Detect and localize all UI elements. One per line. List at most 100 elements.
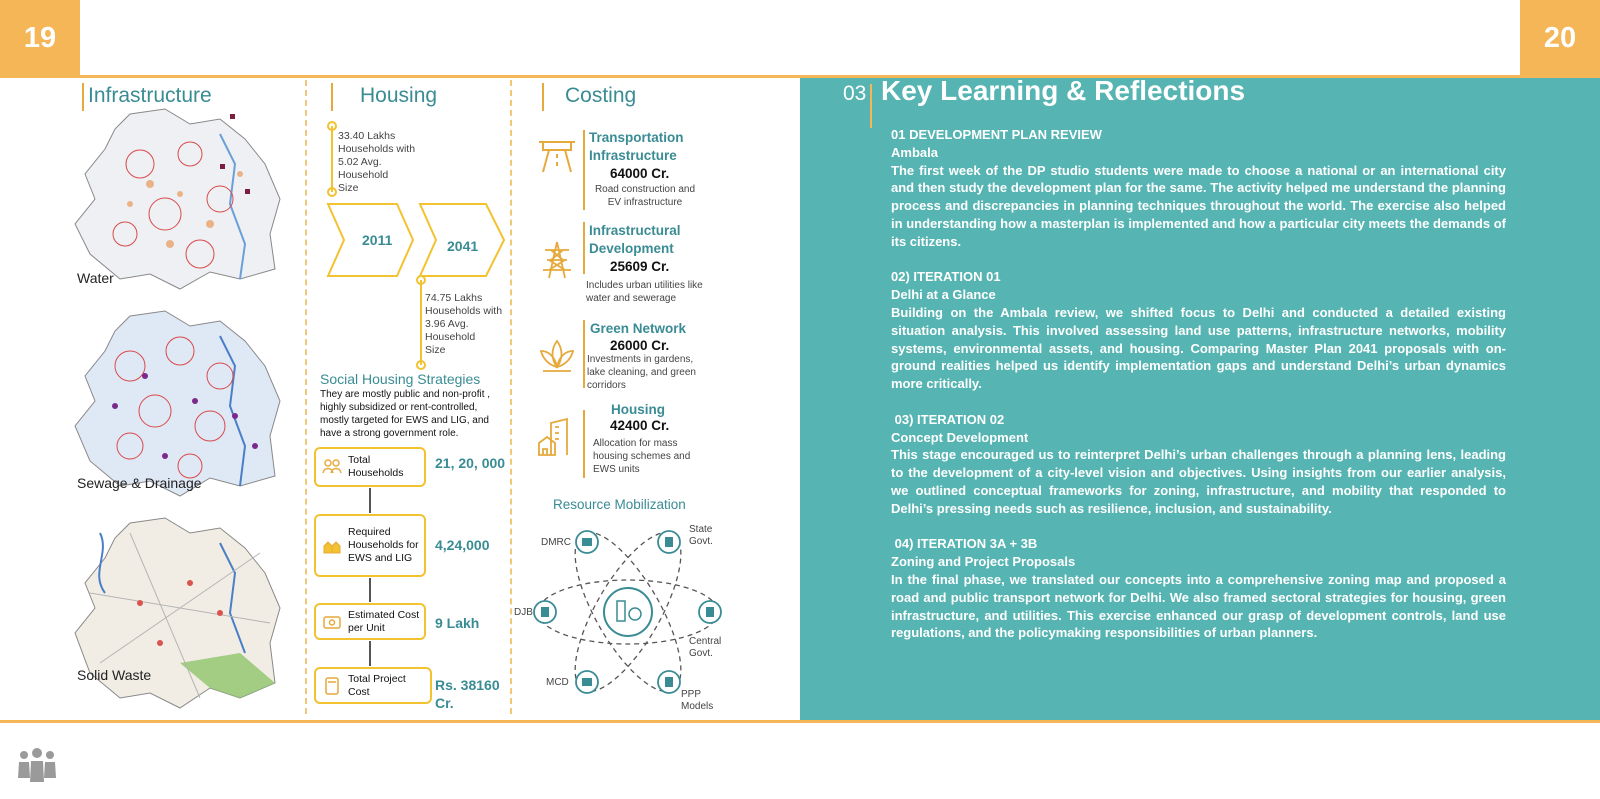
- infrastructure-title-bar: [82, 83, 84, 111]
- sewage-map-label: Sewage & Drainage: [77, 475, 202, 491]
- resource-node-label: State Govt.: [689, 524, 713, 547]
- sewage-map: [74, 310, 281, 497]
- water-map: [74, 108, 281, 290]
- note-2011-line: 33.40 Lakhs: [338, 130, 396, 142]
- reflections-title: Key Learning & Reflections: [881, 75, 1246, 106]
- solid-waste-map: [74, 517, 281, 709]
- step-cost-per-unit: Estimated Cost per Unit: [314, 603, 426, 640]
- water-map-label: Water: [77, 270, 114, 286]
- note-2041-line: Household: [425, 331, 476, 343]
- cost-desc: Includes urban utilities like water and …: [586, 280, 703, 304]
- cost-bar: [583, 320, 585, 388]
- year-2041-label: 2041: [447, 238, 479, 254]
- step-total-households: Total Households: [314, 447, 426, 487]
- resource-mobilization-diagram: [533, 530, 722, 694]
- calculator-icon: [325, 676, 339, 695]
- costing-title-bar: [542, 83, 544, 111]
- cost-desc: Allocation for mass housing schemes and …: [593, 438, 691, 475]
- flow-arrow: [369, 641, 371, 666]
- step-required-households: Required Households for EWS and LIG: [314, 514, 426, 577]
- note-2041-line: 3.96 Avg.: [425, 318, 469, 330]
- resource-node-label: MCD: [546, 677, 569, 688]
- note-2041-line: Size: [425, 344, 446, 356]
- housing-title-bar: [331, 83, 333, 111]
- reflections-panel: [800, 78, 1600, 720]
- note-2011-line: 5.02 Avg.: [338, 156, 382, 168]
- social-housing-title: Social Housing Strategies: [320, 371, 481, 387]
- note-2041: 74.75 Lakhs Households with 3.96 Avg. Ho…: [425, 292, 502, 357]
- page-number-left: 19: [0, 0, 80, 77]
- step-label: Total Households: [348, 454, 404, 479]
- social-housing-text: They are mostly public and non-profit , …: [320, 389, 491, 439]
- tower-icon: [543, 241, 571, 279]
- cost-bar: [583, 130, 585, 210]
- section-subheading: Ambala: [891, 144, 938, 160]
- step-value: Rs. 38160 Cr.: [435, 677, 500, 711]
- people-icon: [322, 459, 342, 474]
- column-divider: [510, 80, 512, 714]
- step-value: 4,24,000: [435, 537, 490, 553]
- cost-bar: [583, 222, 585, 274]
- section-text: The first week of the DP studio students…: [891, 162, 1506, 249]
- section-heading: 04) ITERATION 3A + 3B: [891, 536, 1038, 552]
- note-2011-line: Size: [338, 182, 359, 194]
- cost-title: Housing: [611, 402, 665, 417]
- costing-title: Costing: [565, 84, 637, 107]
- cost-title: Green Network: [590, 321, 687, 336]
- solid-waste-map-label: Solid Waste: [77, 667, 152, 683]
- housing-title: Housing: [360, 84, 438, 107]
- cost-title: Transportation Infrastructure: [589, 130, 684, 163]
- resource-node-label: Central Govt.: [689, 636, 722, 659]
- step-label: Total Project Cost: [348, 672, 406, 698]
- section-subheading: Zoning and Project Proposals: [891, 554, 1076, 570]
- section-heading: 01 DEVELOPMENT PLAN REVIEW: [891, 127, 1102, 142]
- top-divider: [0, 75, 1600, 78]
- section-text: This stage encouraged us to reinterpret …: [891, 447, 1506, 516]
- note-2011-line: Households with: [338, 143, 416, 155]
- step-label: Estimated Cost per Unit: [348, 608, 420, 634]
- cost-value: 25609 Cr.: [610, 259, 670, 274]
- section-heading: 03) ITERATION 02: [891, 411, 1005, 427]
- column-divider: [305, 80, 307, 714]
- step-total-cost: Total Project Cost: [314, 667, 432, 704]
- year-2011-label: 2011: [362, 232, 393, 248]
- section-subheading: Concept Development: [891, 429, 1029, 445]
- money-icon: [323, 615, 341, 629]
- note-2011-line: Household: [338, 169, 389, 181]
- reflections-number: 03: [843, 82, 867, 105]
- infrastructure-title: Infrastructure: [88, 84, 212, 107]
- flow-arrow: [369, 488, 371, 513]
- note-2011: 33.40 Lakhs Households with 5.02 Avg. Ho…: [338, 130, 415, 195]
- houses-icon: [323, 540, 341, 553]
- cost-desc: Investments in gardens, lake cleaning, a…: [587, 354, 696, 391]
- housing-growth-graphic: [326, 121, 506, 370]
- cost-value: 64000 Cr.: [610, 166, 670, 181]
- note-2041-line: Households with: [425, 305, 503, 317]
- cost-bar: [583, 410, 585, 478]
- cost-value: 26000 Cr.: [610, 338, 670, 353]
- step-value: 21, 20, 000: [435, 455, 506, 471]
- step-value: 9 Lakh: [435, 615, 480, 631]
- bottom-divider: [0, 720, 1600, 723]
- buildings-icon: [538, 417, 568, 456]
- resource-node-label: DMRC: [541, 537, 571, 548]
- cost-value: 42400 Cr.: [610, 418, 670, 433]
- reflections-body: 01 DEVELOPMENT PLAN REVIEW Ambala The fi…: [891, 126, 1506, 660]
- resource-node-label: DJB: [514, 607, 533, 618]
- step-label: Required Households for EWS and LIG: [348, 526, 419, 564]
- resource-node-label: PPP Models: [681, 689, 714, 712]
- resource-mobilization-title: Resource Mobilization: [553, 497, 686, 512]
- group-people-icon: [18, 748, 56, 782]
- section-subheading: Delhi at a Glance: [891, 287, 996, 303]
- page-number-right: 20: [1520, 0, 1600, 77]
- flow-arrow: [369, 578, 371, 602]
- note-2041-line: 74.75 Lakhs: [425, 292, 483, 304]
- section-heading: 02) ITERATION 01: [891, 269, 1001, 285]
- cost-desc: Road construction and EV infrastructure: [594, 184, 696, 208]
- lotus-icon: [539, 339, 575, 372]
- road-icon: [539, 141, 575, 173]
- section-text: Building on the Ambala review, we shifte…: [891, 304, 1506, 392]
- cost-title: Infrastructural Development: [589, 223, 681, 256]
- section-text: In the final phase, we translated our co…: [891, 571, 1506, 641]
- reflections-title-bar: [870, 84, 872, 128]
